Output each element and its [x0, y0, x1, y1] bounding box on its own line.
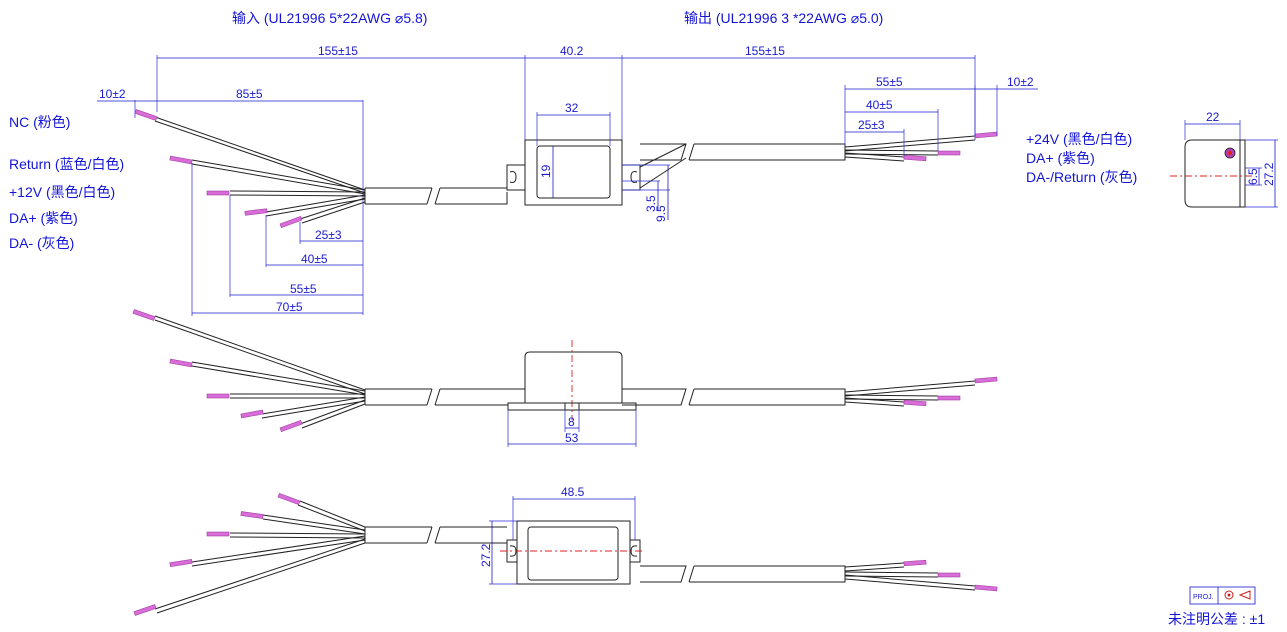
end-view: 22 6.5 27.2	[1170, 110, 1278, 208]
dim-end-22: 22	[1206, 110, 1220, 124]
dim-bottom-48-5: 48.5	[561, 485, 585, 499]
input-label-12v: +12V (黑色/白色)	[9, 184, 116, 200]
output-cable-spec: 输出 (UL21996 3 *22AWG ⌀5.0)	[684, 10, 884, 26]
input-cable-spec: 输入 (UL21996 5*22AWG ⌀5.8)	[232, 10, 428, 26]
dim-side-53: 53	[565, 431, 579, 445]
dim-right-40: 40±5	[866, 98, 893, 112]
dim-top-body-width: 40.2	[560, 44, 584, 58]
top-view: 155±15 40.2 155±15 10±2 85±5 25±3 40±5	[97, 44, 1038, 316]
output-label-da-plus: DA+ (紫色)	[1026, 150, 1095, 166]
dim-left-40: 40±5	[301, 252, 328, 266]
output-label-da-minus-return: DA-/Return (灰色)	[1026, 169, 1138, 185]
side-view: 8 53	[132, 309, 998, 447]
dim-body-32: 32	[565, 101, 579, 115]
dim-right-55: 55±5	[876, 75, 903, 89]
dim-left-55: 55±5	[290, 282, 317, 296]
dim-body-3-5: 3.5	[644, 195, 658, 212]
dim-bottom-27-2: 27.2	[479, 543, 493, 567]
dim-left-25: 25±3	[315, 228, 342, 242]
input-label-nc: NC (粉色)	[9, 114, 71, 130]
dim-left-85: 85±5	[236, 87, 263, 101]
tolerance-note: 未注明公差 : ±1	[1168, 611, 1266, 627]
dim-end-27-2: 27.2	[1262, 162, 1276, 186]
dim-right-25: 25±3	[858, 118, 885, 132]
dim-right-strip: 10±2	[1007, 75, 1034, 89]
dim-top-right-length: 155±15	[745, 44, 785, 58]
projection-symbol: PROJ.	[1189, 586, 1256, 605]
input-label-da-minus: DA- (灰色)	[9, 235, 75, 251]
dim-left-strip: 10±2	[99, 87, 126, 101]
output-label-24v: +24V (黑色/白色)	[1026, 131, 1133, 147]
dim-side-8: 8	[568, 415, 575, 429]
dim-body-19: 19	[539, 164, 553, 178]
dim-top-left-length: 155±15	[318, 44, 358, 58]
proj-label: PROJ.	[1193, 594, 1214, 601]
dim-body-9-5: 9.5	[654, 205, 668, 222]
dim-left-70: 70±5	[276, 300, 303, 314]
input-label-da-plus: DA+ (紫色)	[9, 210, 78, 226]
bottom-view: 48.5 27.2	[133, 485, 998, 616]
dim-end-6-5: 6.5	[1246, 168, 1260, 185]
input-label-return: Return (蓝色/白色)	[9, 156, 125, 172]
